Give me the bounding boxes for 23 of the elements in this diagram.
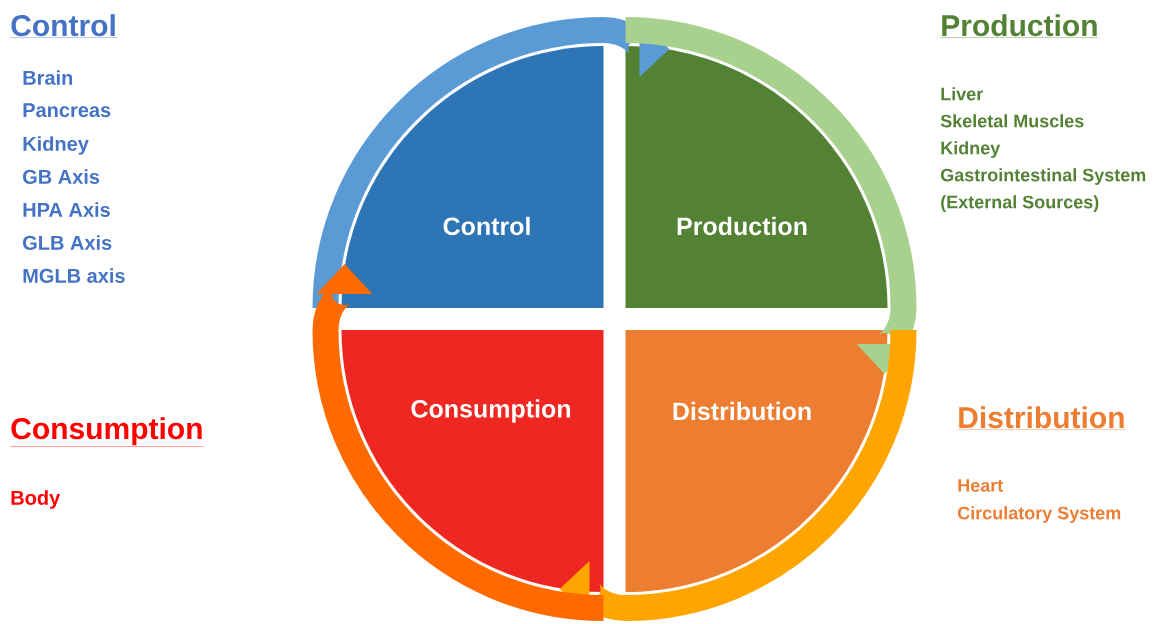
list-item: Gastrointestinal System (940, 168, 1146, 185)
list-item: Brain (23, 70, 73, 85)
heading: Consumption (10, 417, 204, 447)
list-item: Circulatory System (957, 506, 1121, 523)
heading: Distribution (957, 406, 1126, 430)
list-item: Pancreas (23, 103, 111, 118)
list-item: Kidney (23, 136, 89, 155)
heading: Control (10, 14, 118, 38)
list-item: Kidney (941, 141, 1001, 158)
heading: Production (940, 14, 1099, 38)
quadrant: Distribution (625, 330, 888, 592)
quadrant: Consumption (341, 330, 604, 592)
list-item: Liver (941, 87, 983, 101)
list-item: GB Axis (23, 169, 100, 184)
list-item: HPA Axis (23, 202, 110, 217)
list-item: (External Sources) (941, 195, 1099, 212)
list-item: MGLB axis (23, 268, 125, 283)
quadrant: Control (341, 46, 604, 308)
list-item: GLB Axis (23, 235, 112, 250)
quadrant: Production (625, 46, 888, 308)
list-item: Body (11, 490, 61, 509)
list-item: Skeletal Muscles (940, 114, 1084, 128)
list-item: Heart (958, 479, 1003, 492)
